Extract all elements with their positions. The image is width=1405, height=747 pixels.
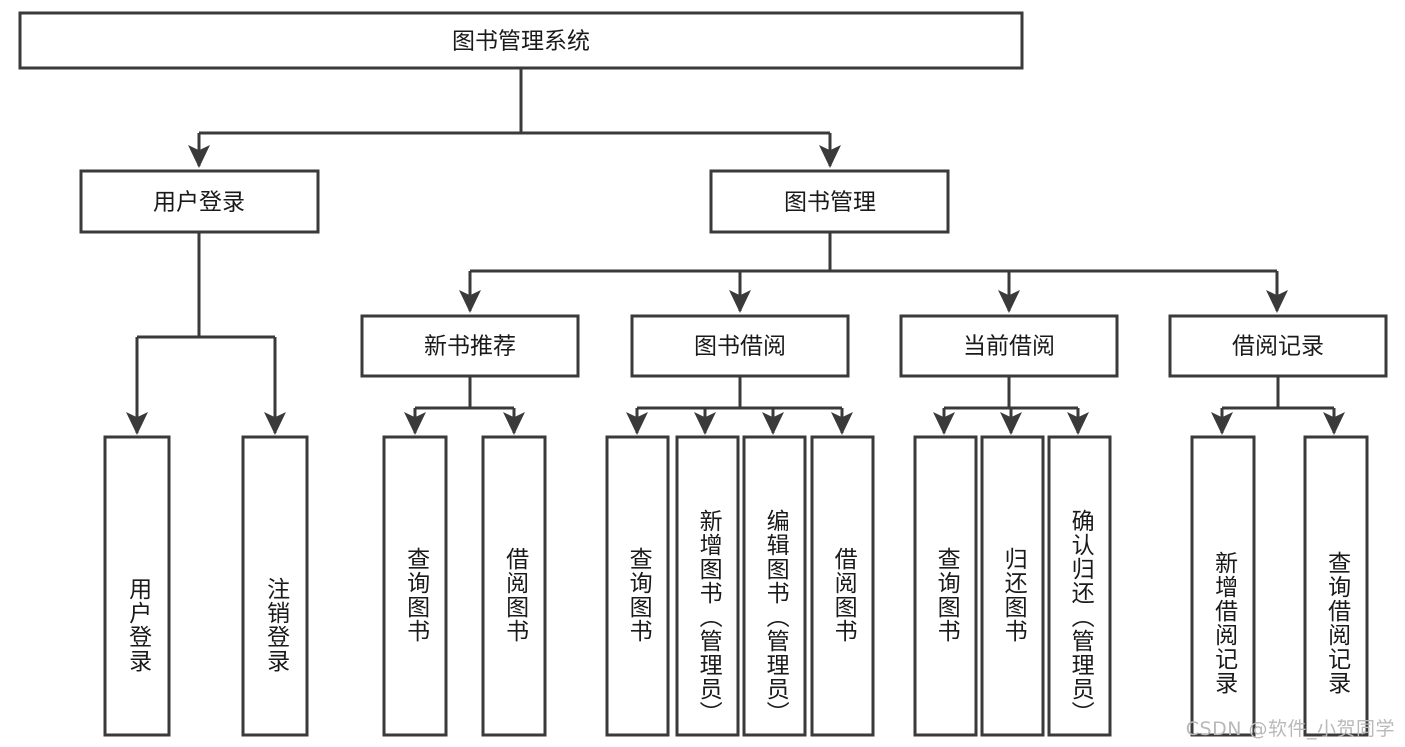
node-new-book-recommend-label: 新书推荐	[424, 334, 516, 360]
leaf-box-return-book[interactable]	[980, 435, 1045, 737]
leaf-box-add-record[interactable]	[1190, 435, 1256, 737]
node-user-login-label: 用户登录	[153, 190, 245, 216]
node-borrow-record-label: 借阅记录	[1232, 334, 1324, 360]
leaf-box-query-book-2[interactable]	[605, 435, 670, 737]
leaf-box-edit-book[interactable]	[742, 435, 807, 737]
node-book-manage-label: 图书管理	[784, 190, 876, 216]
node-book-borrow-label: 图书借阅	[694, 334, 786, 360]
leaf-box-confirm-return[interactable]	[1047, 435, 1112, 737]
node-root-label: 图书管理系统	[452, 29, 590, 55]
leaf-box-user-login[interactable]	[103, 435, 171, 737]
node-user-login[interactable]: 用户登录	[79, 169, 320, 234]
leaf-box-query-record[interactable]	[1303, 435, 1369, 737]
node-current-borrow[interactable]: 当前借阅	[899, 314, 1119, 378]
node-book-borrow[interactable]: 图书借阅	[630, 314, 850, 378]
leaf-box-borrow-book-1[interactable]	[481, 435, 547, 737]
leaf-box-query-book-3[interactable]	[913, 435, 978, 737]
leaf-box-query-book-1[interactable]	[382, 435, 448, 737]
node-current-borrow-label: 当前借阅	[963, 334, 1055, 360]
leaf-box-logout[interactable]	[241, 435, 309, 737]
node-new-book-recommend[interactable]: 新书推荐	[360, 314, 580, 378]
leaf-box-add-book[interactable]	[675, 435, 740, 737]
node-book-manage[interactable]: 图书管理	[709, 169, 950, 234]
csdn-watermark: CSDN @软件_小贺同学	[1185, 718, 1395, 740]
node-root[interactable]: 图书管理系统	[18, 11, 1024, 70]
leaf-box-borrow-book-2[interactable]	[810, 435, 875, 737]
node-borrow-record[interactable]: 借阅记录	[1168, 314, 1388, 378]
